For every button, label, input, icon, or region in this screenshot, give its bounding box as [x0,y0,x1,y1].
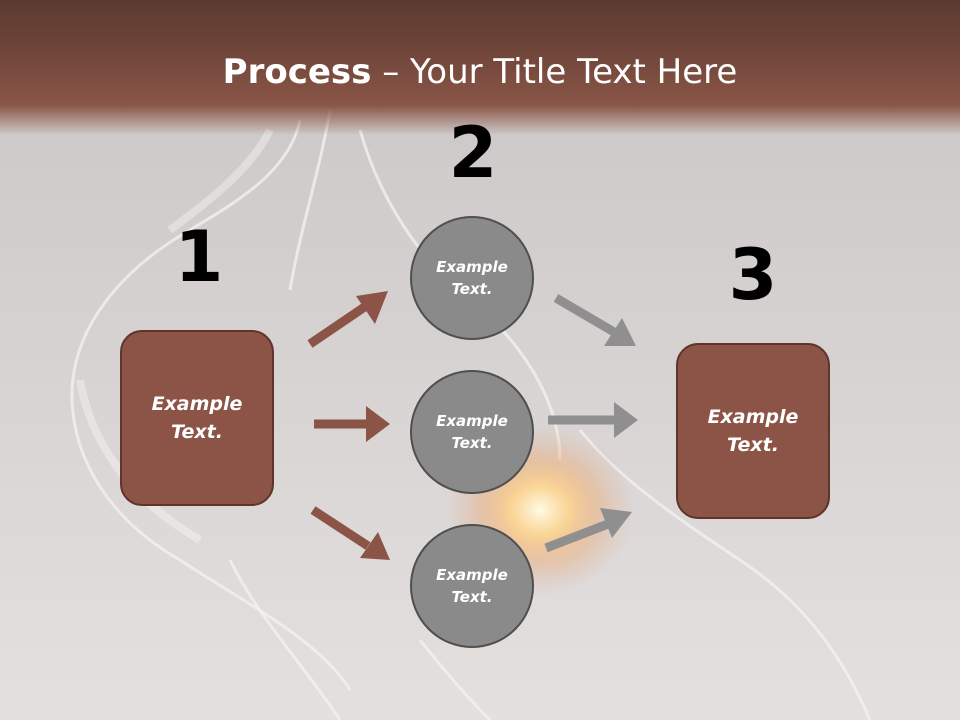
circle-mid-text: Example Text. [436,411,508,453]
title-bar [0,0,960,135]
circle-bottom: Example Text. [410,524,534,648]
arrow-from-circle-top [553,294,636,346]
right-box-text: Example Text. [707,405,799,457]
title-bold: Process [222,52,372,92]
step-number-3: 3 [728,234,778,316]
title-dash: – [371,52,411,92]
left-box-text: Example Text. [151,392,243,444]
step-number-2: 2 [448,112,498,194]
arrow-to-circle-mid [314,406,390,442]
circle-bottom-text: Example Text. [436,565,508,607]
brown-arrows [307,291,390,560]
arrow-to-circle-bottom [310,506,390,560]
left-box: Example Text. [120,330,274,506]
circle-top-text: Example Text. [436,257,508,299]
right-box: Example Text. [676,343,830,519]
step-number-1: 1 [174,216,224,298]
arrow-to-circle-top [307,291,388,348]
arrow-from-circle-bottom [544,508,632,553]
arrow-from-circle-mid [548,402,638,438]
circle-mid: Example Text. [410,370,534,494]
title-rest: Your Title Text Here [410,52,738,92]
circle-top: Example Text. [410,216,534,340]
slide-title: Process – Your Title Text Here [0,52,960,92]
gray-arrows [544,294,638,553]
